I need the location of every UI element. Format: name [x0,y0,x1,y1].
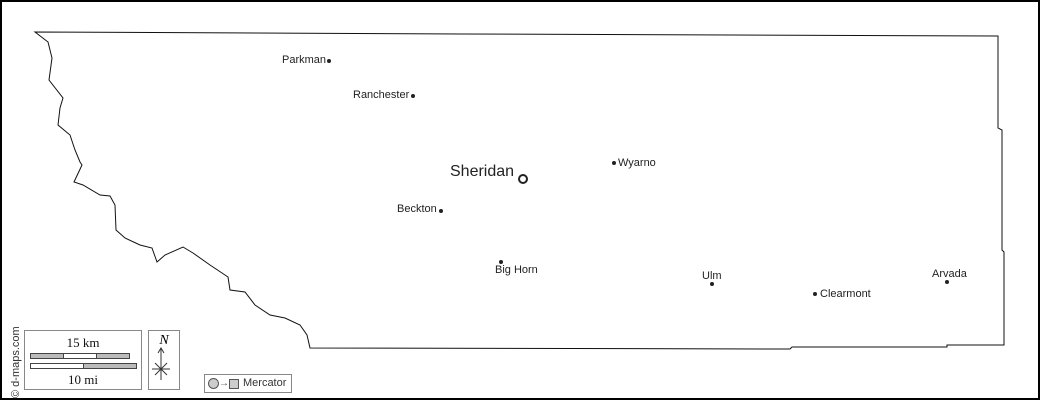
city-label: Beckton [397,203,437,215]
projection-box: → Mercator [204,374,292,393]
scale-km-bar [30,353,130,359]
city-dot-icon [612,161,616,165]
credit-text: © d-maps.com [10,326,22,398]
scale-bar: 15 km 10 mi [24,330,142,390]
city-label: Arvada [932,268,967,280]
city-dot-icon [499,260,503,264]
projection-label: Mercator [243,377,287,389]
city-dot-icon [813,292,817,296]
city-label: Ulm [702,270,722,282]
city-dot-icon [327,59,331,63]
north-indicator: N [148,330,180,390]
city-label: Big Horn [495,264,538,276]
north-label: N [159,333,169,348]
city-dot-icon [439,209,443,213]
globe-to-plane-icon: → [208,378,239,389]
city-label: Wyarno [618,157,656,169]
scale-mi-bar [30,363,137,369]
scale-km-label: 15 km [66,335,100,350]
city-dot-icon [945,280,949,284]
north-arrow-icon [152,347,170,380]
city-label: Parkman [282,54,327,66]
county-boundary [33,31,1005,350]
city-label: Clearmont [820,288,871,300]
city-dot-icon [710,282,714,286]
city-dot-icon [411,94,415,98]
capital-marker-icon [518,174,528,184]
capital-label: Sheridan [450,163,515,180]
city-label: Ranchester [353,89,410,101]
scale-mi-label: 10 mi [68,372,98,387]
